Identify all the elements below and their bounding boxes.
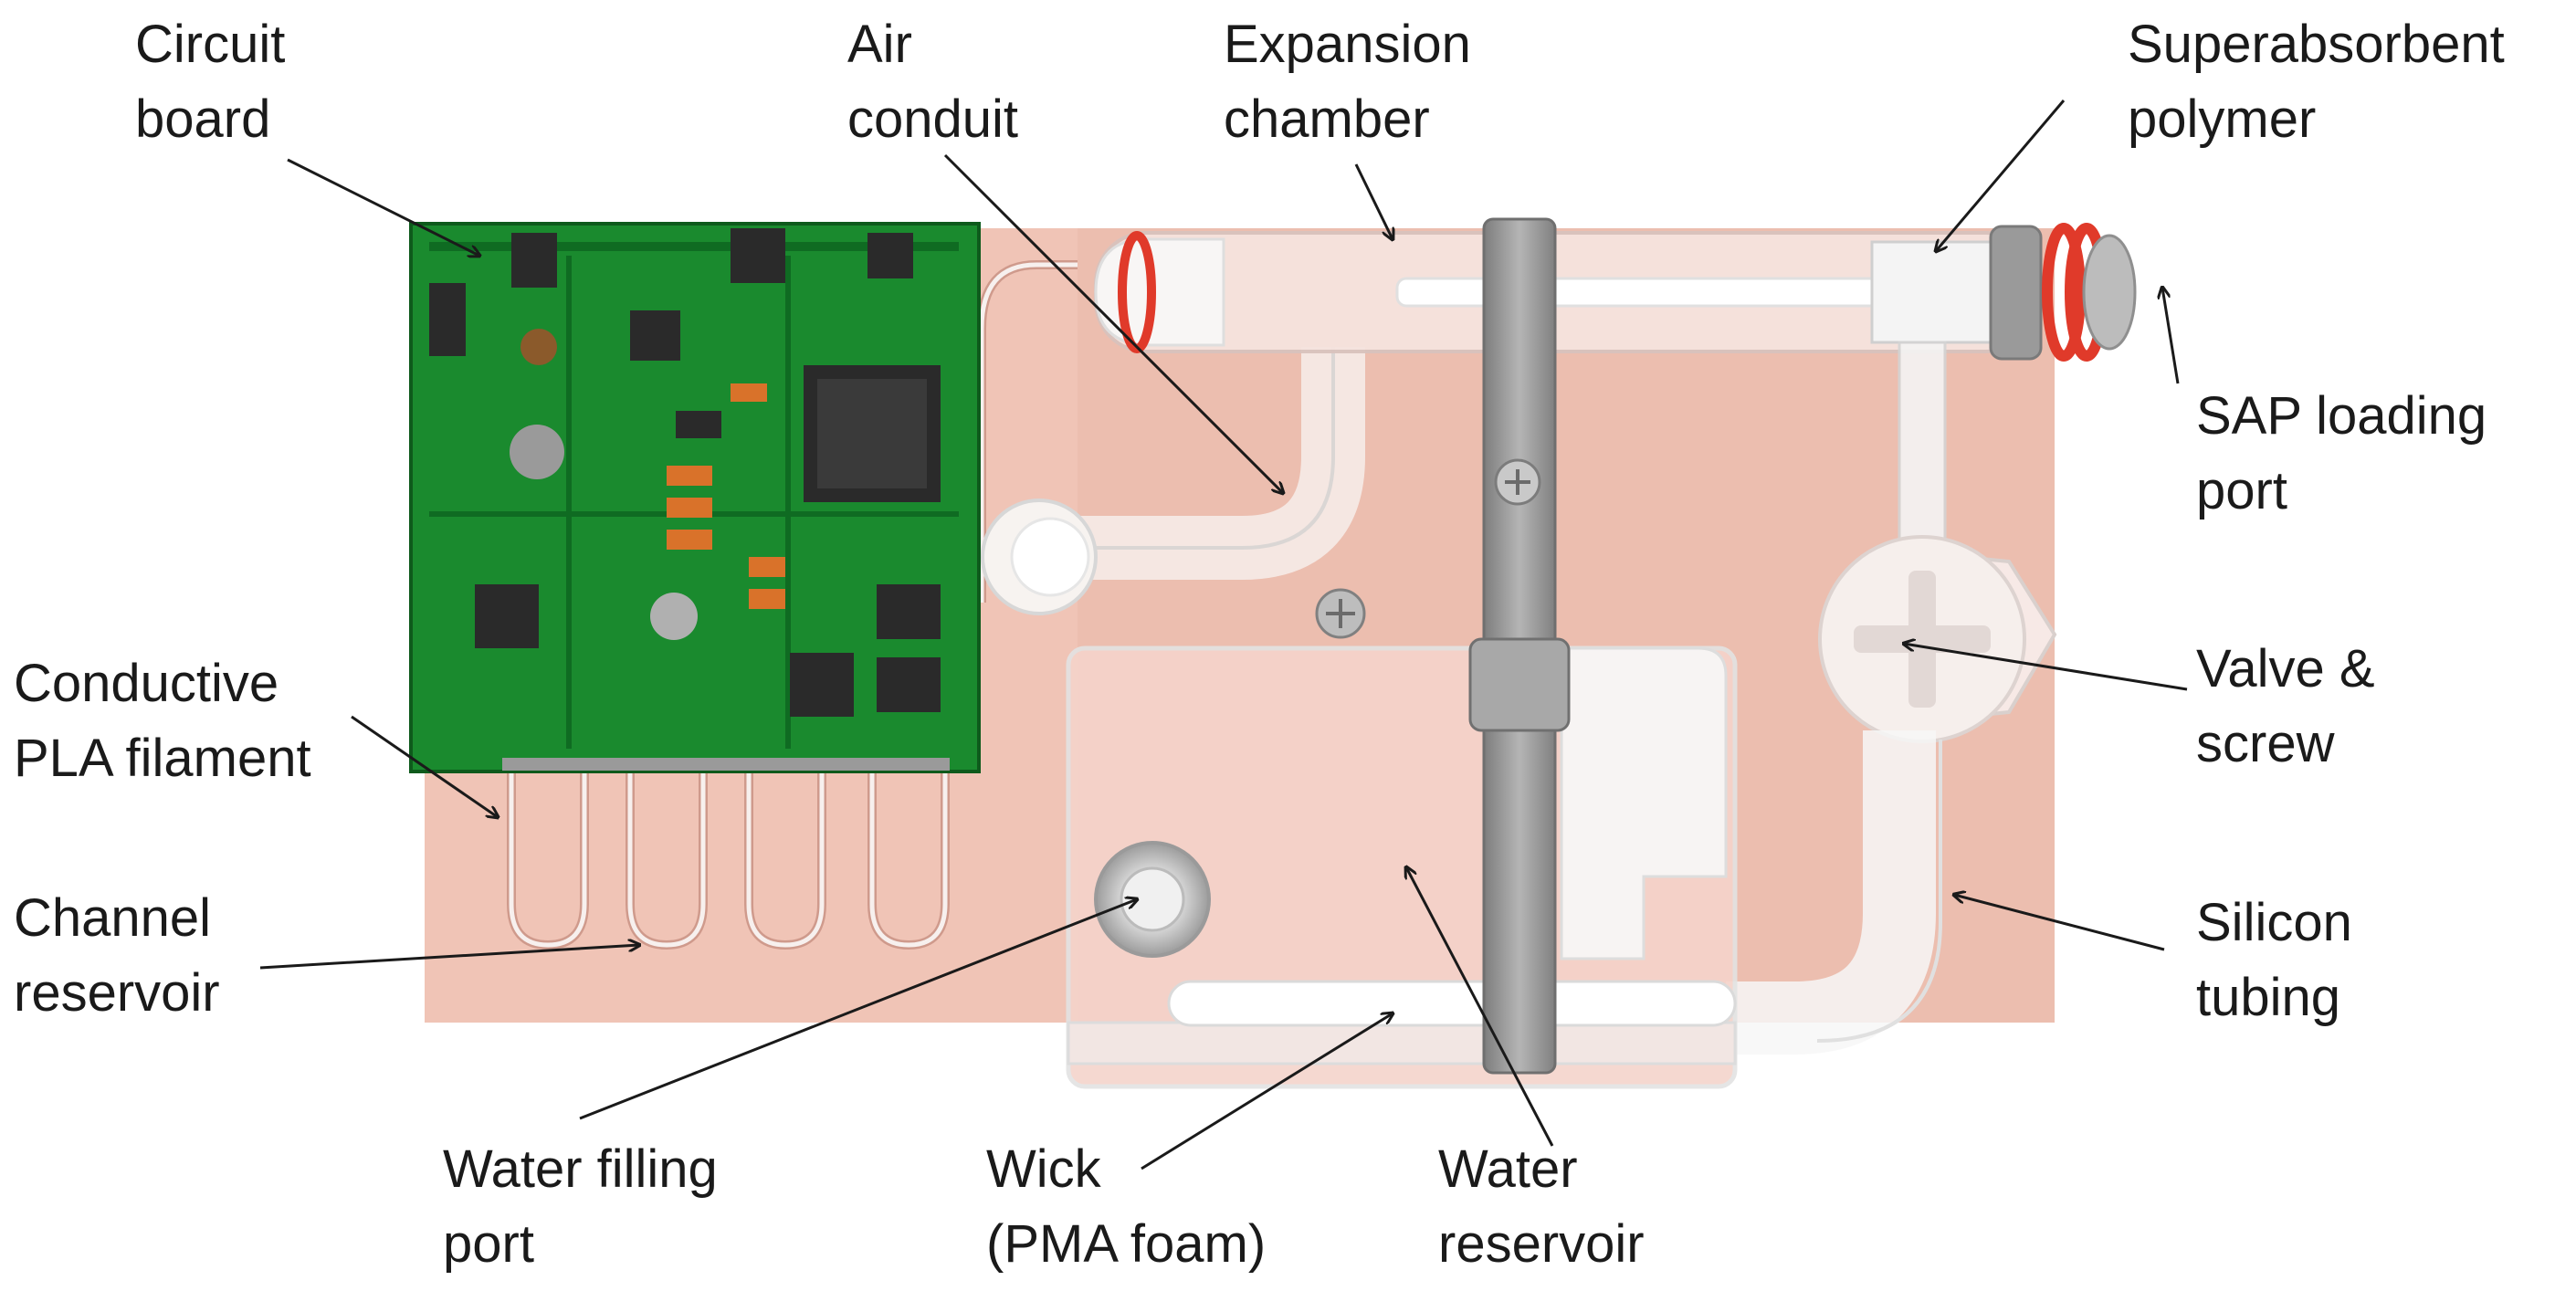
label-wick: Wick (PMA foam) xyxy=(986,1139,1267,1274)
water-reservoir xyxy=(1066,646,1738,1089)
expansion-chamber xyxy=(1094,231,2038,353)
wick xyxy=(1167,980,1737,1027)
label-air-conduit: Air conduit xyxy=(847,15,1019,149)
arrow-channel-reservoir xyxy=(259,945,639,970)
arrow-water-reservoir xyxy=(1406,867,1554,1147)
label-conductive-pla: Conductive PLA filament xyxy=(14,654,311,788)
circuit-board xyxy=(409,222,981,773)
plate-screw-icon xyxy=(1315,588,1366,639)
label-channel-reservoir: Channel reservoir xyxy=(14,888,220,1023)
label-valve-screw: Valve & screw xyxy=(2196,639,2375,773)
clamp xyxy=(1468,217,1571,1075)
label-circuit-board: Circuit board xyxy=(135,15,286,149)
arrow-air-conduit xyxy=(943,153,1283,493)
label-water-filling-port: Water filling port xyxy=(443,1139,718,1274)
arrow-sap-loading-port xyxy=(2162,288,2180,384)
label-water-reservoir: Water reservoir xyxy=(1438,1139,1645,1274)
sap-loading-port xyxy=(1870,223,2137,362)
label-expansion-chamber: Expansion chamber xyxy=(1224,15,1471,149)
arrow-valve-screw xyxy=(1904,644,2188,691)
arrow-conductive-pla xyxy=(351,715,498,817)
leader-arrows xyxy=(259,100,2188,1170)
arrow-superabsorbent-polymer xyxy=(1936,100,2066,251)
arrow-silicon-tubing xyxy=(1954,895,2165,951)
arrow-wick xyxy=(1141,1013,1393,1170)
arrow-water-filling-port xyxy=(579,899,1137,1120)
valve-and-screw xyxy=(1818,535,2057,743)
water-filling-port xyxy=(1094,841,1211,958)
conductive-pla-filament xyxy=(509,260,1078,948)
label-silicon-tubing: Silicon tubing xyxy=(2196,893,2352,1027)
silicon-tubing xyxy=(1726,730,1942,1055)
label-sap-loading-port: SAP loading port xyxy=(2196,386,2487,520)
arrow-circuit-board xyxy=(287,158,479,256)
air-conduit xyxy=(981,347,1365,615)
arrow-expansion-chamber xyxy=(1354,163,1393,239)
label-superabsorbent-polymer: Superabsorbent polymer xyxy=(2128,15,2505,149)
